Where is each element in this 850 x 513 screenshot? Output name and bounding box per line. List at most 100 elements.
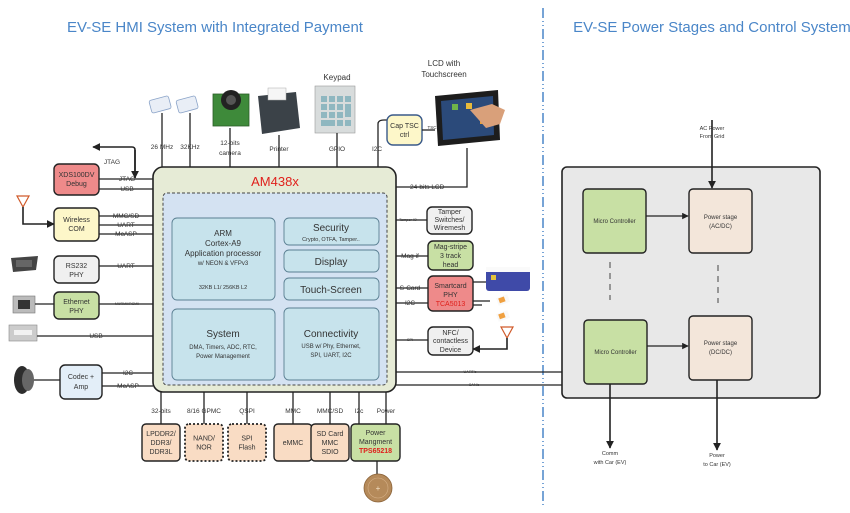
label-camera-line2: camera [219, 150, 241, 157]
arm-line3: Application processor [185, 249, 262, 258]
label-tsc: TSC [428, 125, 438, 130]
nfc-contactless-box [427, 326, 474, 356]
debug-line1: XDS100DV [59, 172, 95, 179]
bus-label: MMC/SD [317, 408, 344, 415]
label-i2c-top: I2C [372, 146, 382, 153]
coin-cell-battery-icon: + [363, 473, 393, 503]
memory-peripheral-label: DDR3L [150, 449, 173, 456]
display-block [283, 249, 380, 273]
micro-controller-top [582, 188, 647, 254]
crystal-32khz-icon [175, 95, 199, 114]
codec-line1: Codec + [68, 374, 94, 381]
security-sub: Crypto, OTFA, Tamper.. [302, 237, 360, 243]
debug-line2: Debug [66, 181, 87, 188]
payment-card-icon [486, 267, 530, 291]
arm-line1: ARM [214, 229, 232, 238]
power-out-line1: Power [709, 453, 725, 459]
label-pm-power: Power [377, 408, 396, 415]
soc-name: AM438x [251, 174, 299, 189]
xds100dv-debug-box [53, 163, 100, 196]
label-ethernet-mii: MII/RMII/RGMII [115, 302, 139, 306]
stage-bottom-line2: (DC/DC) [709, 350, 732, 356]
label-gpio: GPIO [329, 146, 345, 153]
tamper-switches-box [426, 206, 473, 235]
cap-tsc-ctrl-box [386, 114, 423, 146]
camera-icon [212, 90, 250, 127]
crystal-26mhz-icon [148, 95, 172, 114]
rs232-line2: PHY [69, 272, 84, 279]
label-debug-usb: USB [120, 186, 133, 193]
ethernet-line1: Ethernet [63, 299, 90, 306]
lcd-touchscreen-icon [435, 90, 505, 146]
label-cans: CAN's [469, 383, 480, 387]
memory-peripheral-box [310, 423, 350, 462]
system-title: System [206, 329, 239, 340]
micro-controller-bottom [583, 319, 648, 385]
security-block [283, 217, 380, 246]
mcu-top-label: Micro Controller [593, 219, 635, 225]
pm-part-number: TPS65218 [359, 448, 392, 455]
mag-line2: 3 track [440, 253, 462, 260]
memory-peripheral-label: Flash [238, 445, 255, 452]
keypad-icon [314, 85, 356, 134]
printer-icon [258, 87, 300, 134]
label-smartcard-i2c: I2C [405, 300, 415, 307]
memory-peripheral-label: SDIO [321, 449, 339, 456]
cap-tsc-line2: ctrl [400, 132, 410, 139]
title-power-system: EV-SE Power Stages and Control System [573, 19, 850, 36]
power-stage-dcdc [688, 315, 753, 381]
tamper-line3: Wiremesh [434, 225, 466, 232]
smartcard-line2: PHY [443, 292, 458, 299]
mag-line3: head [443, 262, 459, 269]
memory-peripheral-box [141, 423, 181, 462]
codec-line2: Amp [74, 384, 89, 391]
memory-peripheral-box [227, 423, 267, 462]
keypad-title: Keypad [323, 73, 350, 82]
label-wireless-uart: UART [117, 222, 135, 229]
memory-peripheral-label: MMC [322, 440, 339, 447]
memory-peripheral-label: NAND/ [193, 436, 215, 443]
antenna-icon [15, 195, 31, 209]
smartcard-phy-box [427, 275, 474, 312]
bus-label: QSPI [239, 408, 255, 415]
svg-text:+: + [376, 484, 381, 493]
stage-top-line1: Power stage [704, 215, 738, 221]
security-title: Security [313, 223, 349, 234]
comm-line2: with Car (EV) [593, 460, 627, 466]
bus-label: MMC [285, 408, 301, 415]
smartcard-part-number: TCA5013 [436, 301, 466, 308]
label-spi: SPI [407, 338, 413, 342]
mag-line1: Mag-stripe [434, 244, 467, 251]
label-rs232-uart: UART [117, 263, 135, 270]
lcd-title-line1: LCD with [428, 59, 460, 68]
rj45-jack-icon [12, 295, 36, 314]
nfc-line3: Device [440, 347, 462, 354]
label-camera-line1: 12-bits [220, 140, 240, 147]
memory-peripheral-label: LPDDR2/ [146, 431, 176, 438]
display-title: Display [315, 257, 348, 268]
nfc-line1: NFC/ [442, 330, 458, 337]
mag-stripe-box [427, 240, 474, 271]
system-line2: Power Management [196, 354, 250, 360]
pm-line1: Power [366, 430, 387, 437]
bus-label: 32-bits [151, 408, 171, 415]
memory-peripheral-box [184, 423, 224, 462]
sim-card-icon [495, 294, 511, 322]
memory-peripheral-label: SD Card [317, 431, 344, 438]
tamper-line2: Switches/ [435, 217, 465, 224]
arm-line4: w/ NEON & VFPv3 [197, 261, 249, 267]
label-32khz: 32KHz [180, 144, 200, 151]
nfc-antenna-icon [499, 326, 515, 340]
system-block [171, 308, 276, 381]
connectivity-title: Connectivity [304, 329, 358, 340]
codec-amp-box [59, 364, 103, 400]
arm-cortex-a9-block [171, 217, 276, 301]
memory-peripheral-label: NOR [196, 445, 212, 452]
tamper-line1: Tamper [438, 209, 462, 216]
bus-label: 8/16 GPMC [187, 408, 221, 415]
memory-peripheral-label: DDR3/ [150, 440, 171, 447]
stage-bottom-line1: Power stage [704, 341, 738, 347]
lcd-title-line2: Touchscreen [421, 70, 466, 79]
label-s-card: S-Card [400, 285, 421, 292]
